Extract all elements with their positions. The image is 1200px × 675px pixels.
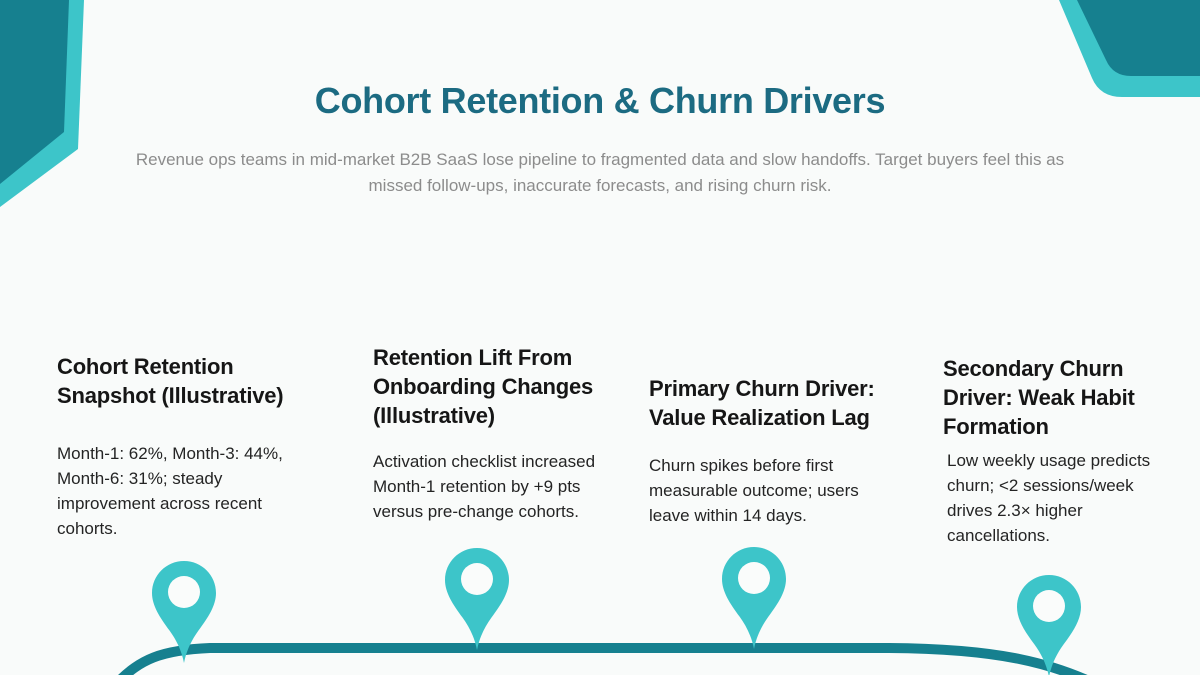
timeline-item-body: Month-1: 62%, Month-3: 44%, Month-6: 31%…	[57, 444, 283, 538]
timeline-item-body: Activation checklist increased Month-1 r…	[373, 452, 596, 521]
corner-decoration-right-icon	[1059, 0, 1200, 97]
timeline-item-body: Churn spikes before first measurable out…	[649, 456, 859, 525]
timeline-item-heading: Secondary Churn Driver: Weak Habit Forma…	[943, 356, 1135, 439]
map-pin-icon	[152, 561, 216, 663]
map-pin-icon	[445, 548, 509, 650]
slide-subtitle: Revenue ops teams in mid-market B2B SaaS…	[135, 150, 1065, 195]
timeline-item-heading: Cohort Retention Snapshot (Illustrative)	[57, 354, 284, 408]
slide-title: Cohort Retention & Churn Drivers	[314, 80, 886, 121]
map-pin-icon	[722, 547, 786, 649]
timeline-item: Secondary Churn Driver: Weak Habit Forma…	[943, 354, 1169, 548]
corner-decoration-left-icon	[0, 0, 84, 207]
timeline-item: Retention Lift From Onboarding Changes (…	[373, 343, 611, 524]
timeline-item: Primary Churn Driver: Value Realization …	[649, 374, 889, 528]
timeline-item: Cohort Retention Snapshot (Illustrative)…	[57, 352, 295, 541]
map-pin-icon	[1017, 575, 1081, 675]
timeline-item-body: Low weekly usage predicts churn; <2 sess…	[947, 451, 1151, 545]
timeline-item-heading: Retention Lift From Onboarding Changes (…	[373, 345, 594, 428]
timeline-item-heading: Primary Churn Driver: Value Realization …	[649, 376, 875, 430]
timeline-curve	[118, 643, 1088, 675]
